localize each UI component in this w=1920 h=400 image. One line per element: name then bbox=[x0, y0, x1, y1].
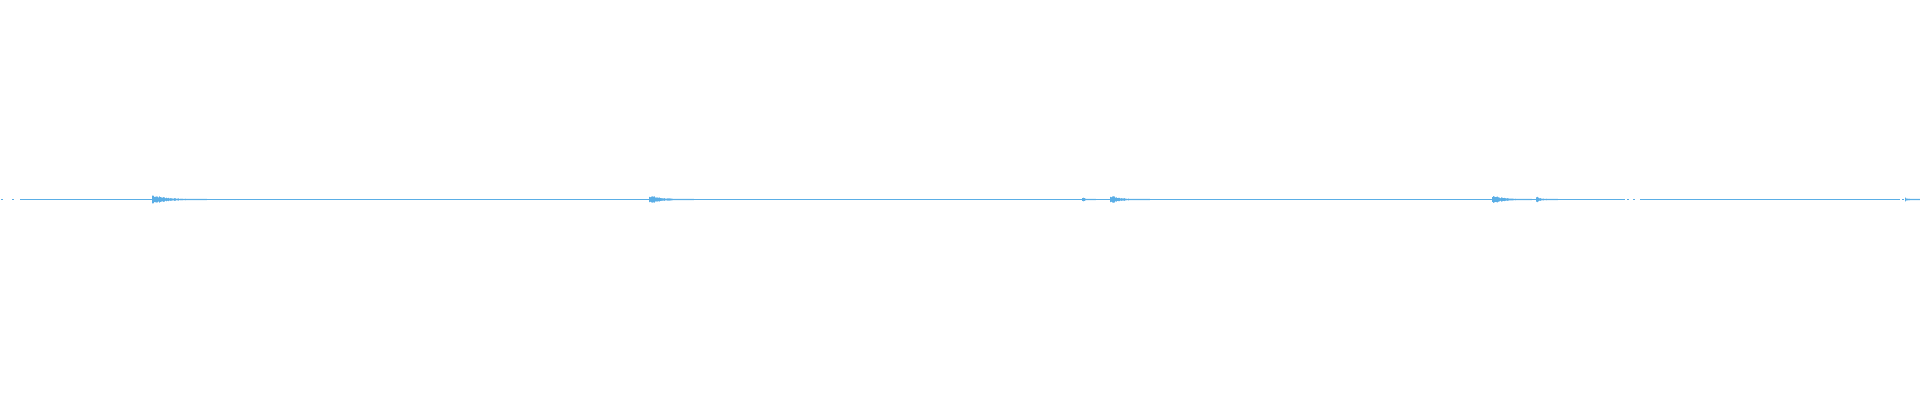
baseline-dot bbox=[1902, 199, 1904, 200]
waveform-bursts bbox=[152, 195, 1920, 204]
waveform-burst bbox=[1536, 196, 1558, 203]
baseline-dot bbox=[1, 199, 3, 200]
waveform-baseline bbox=[1, 199, 1912, 200]
baseline-dot bbox=[1633, 199, 1635, 200]
waveform-burst bbox=[152, 195, 207, 204]
waveform-burst bbox=[1905, 197, 1920, 202]
baseline-dot bbox=[1627, 199, 1629, 200]
baseline-dot bbox=[12, 199, 14, 200]
waveform-burst bbox=[649, 196, 694, 203]
waveform-burst bbox=[1082, 197, 1096, 202]
baseline-dot bbox=[20, 199, 22, 200]
waveform-burst bbox=[1110, 196, 1150, 203]
waveform-burst bbox=[1492, 196, 1532, 203]
